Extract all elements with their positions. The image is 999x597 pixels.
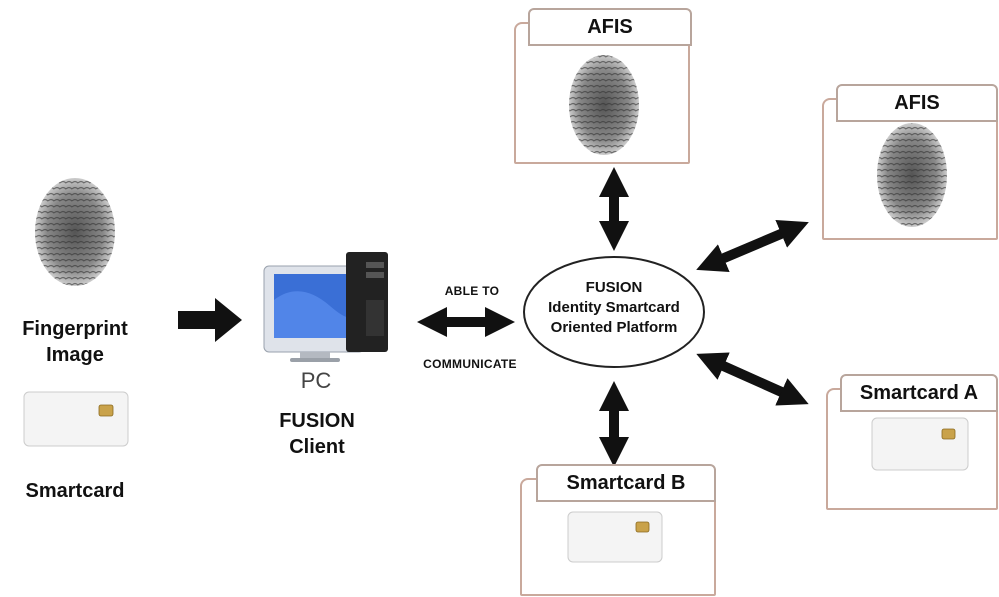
afis-right-arrow bbox=[696, 220, 809, 272]
platform-line3: Oriented Platform bbox=[550, 319, 678, 336]
platform-label: FUSION Identity Smartcard Oriented Platf… bbox=[530, 278, 698, 338]
smartcard-icon-left bbox=[23, 391, 129, 447]
smartcard-label: Smartcard bbox=[25, 480, 125, 502]
input-arrow bbox=[178, 298, 242, 342]
fingerprint-icon-left bbox=[35, 178, 115, 286]
link-bottom-text: COMMUNICATE bbox=[423, 357, 517, 371]
smartcard-a-title: Smartcard A bbox=[859, 382, 979, 404]
afis-top-node: AFIS bbox=[514, 8, 692, 164]
pc-label: PC bbox=[300, 368, 332, 393]
smartcard-icon-a bbox=[871, 417, 969, 471]
fusion-client-line1: FUSION bbox=[279, 410, 355, 432]
link-top-text: ABLE TO bbox=[444, 284, 500, 298]
fusion-client-label: FUSION Client bbox=[262, 408, 372, 460]
platform-ellipse bbox=[523, 256, 705, 368]
afis-top-title: AFIS bbox=[587, 16, 633, 38]
pc-icon bbox=[263, 252, 388, 362]
fingerprint-label: Fingerprint Image bbox=[0, 316, 150, 368]
afis-right-title: AFIS bbox=[894, 92, 940, 114]
fingerprint-label-line2: Image bbox=[46, 344, 104, 366]
smartcard-b-node: Smartcard B bbox=[520, 464, 716, 596]
fingerprint-icon-afis-right bbox=[877, 123, 947, 227]
fusion-client-line2: Client bbox=[289, 436, 345, 458]
fingerprint-label-line1: Fingerprint bbox=[22, 318, 128, 340]
smartcard-icon-b bbox=[567, 511, 663, 563]
afis-right-node: AFIS bbox=[822, 84, 998, 240]
smartcard-b-title: Smartcard B bbox=[566, 472, 686, 494]
smartcard-a-node: Smartcard A bbox=[826, 374, 998, 510]
smartcard-a-arrow bbox=[696, 352, 809, 406]
fingerprint-icon-afis-top bbox=[569, 55, 639, 155]
platform-line1: FUSION bbox=[585, 279, 643, 296]
platform-line2: Identity Smartcard bbox=[548, 299, 680, 316]
